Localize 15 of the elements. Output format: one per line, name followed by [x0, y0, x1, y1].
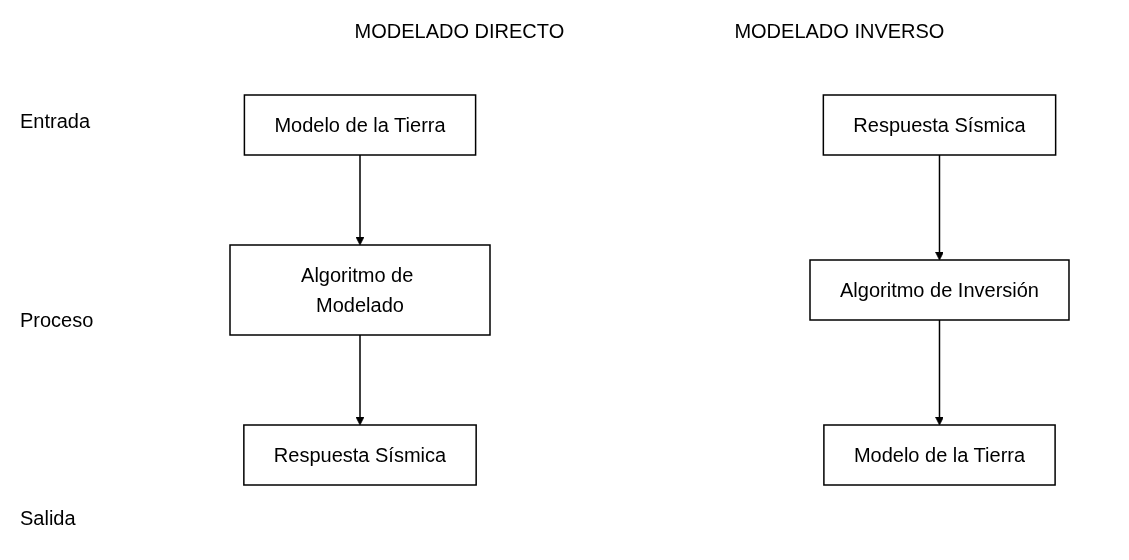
node-box: Respuesta Sísmica: [243, 424, 477, 486]
row-label: Proceso: [20, 308, 95, 332]
node-box: Respuesta Sísmica: [822, 94, 1057, 156]
node-box: Modelo de la Tierra: [823, 424, 1056, 486]
arrow: [355, 334, 365, 426]
node-box: Algoritmo de Inversión: [809, 259, 1070, 321]
arrow: [355, 154, 365, 246]
arrow: [935, 154, 944, 261]
node-box: Algoritmo de Modelado: [229, 244, 491, 336]
column-heading: MODELADO INVERSO: [734, 20, 945, 44]
column-heading: MODELADO DIRECTO: [354, 20, 565, 44]
node-box: Modelo de la Tierra: [243, 94, 477, 156]
row-label: Entrada: [20, 110, 92, 133]
row-label: Salida: [20, 507, 77, 530]
arrow: [935, 319, 944, 426]
